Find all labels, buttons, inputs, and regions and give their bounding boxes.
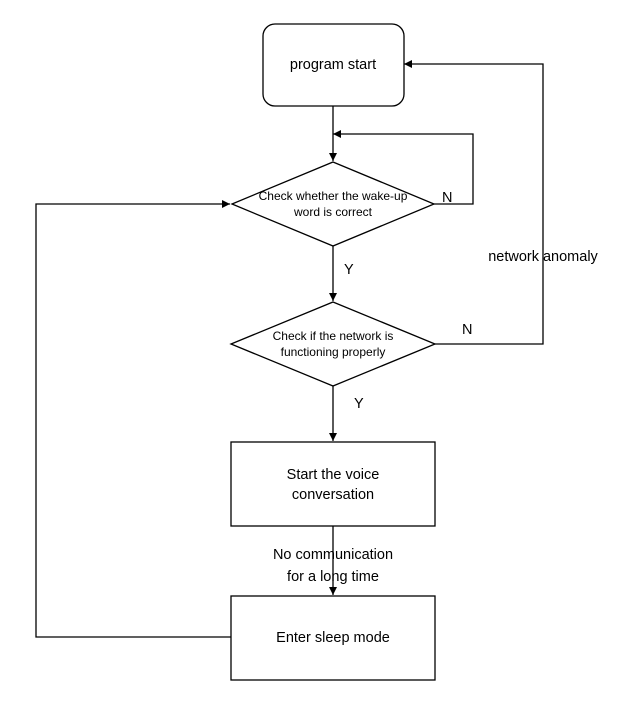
start-node-label: program start	[290, 57, 376, 73]
wake-check-label-line-1: Check whether the wake-up	[259, 189, 408, 203]
start-node	[262, 23, 405, 107]
wake-check-decision	[230, 161, 436, 247]
voice-conversation-node	[230, 441, 436, 527]
network-check-yes-label: Y	[354, 396, 364, 412]
idle-label-line-2: for a long time	[287, 569, 379, 585]
wake-check-no-label: N	[442, 190, 452, 206]
edge-sleep-to-wake-check	[35, 200, 231, 638]
network-anomaly-label: network anomaly	[488, 249, 598, 265]
idle-label-line-1: No communication	[273, 547, 393, 563]
wake-check-yes-label: Y	[344, 262, 354, 278]
network-check-no-label: N	[462, 322, 472, 338]
edge-wake-check-no-loop	[333, 130, 474, 205]
sleep-node-label: Enter sleep mode	[276, 630, 390, 646]
wake-check-label-line-2: word is correct	[293, 205, 373, 219]
network-check-label-line-2: functioning properly	[281, 345, 386, 359]
voice-node-label-line-1: Start the voice	[287, 467, 380, 483]
sleep-mode-node	[230, 595, 436, 681]
network-check-label-line-1: Check if the network is	[273, 329, 394, 343]
edge-network-anomaly-to-start	[404, 60, 544, 345]
voice-node-label-line-2: conversation	[292, 487, 374, 503]
network-check-decision	[229, 301, 437, 387]
